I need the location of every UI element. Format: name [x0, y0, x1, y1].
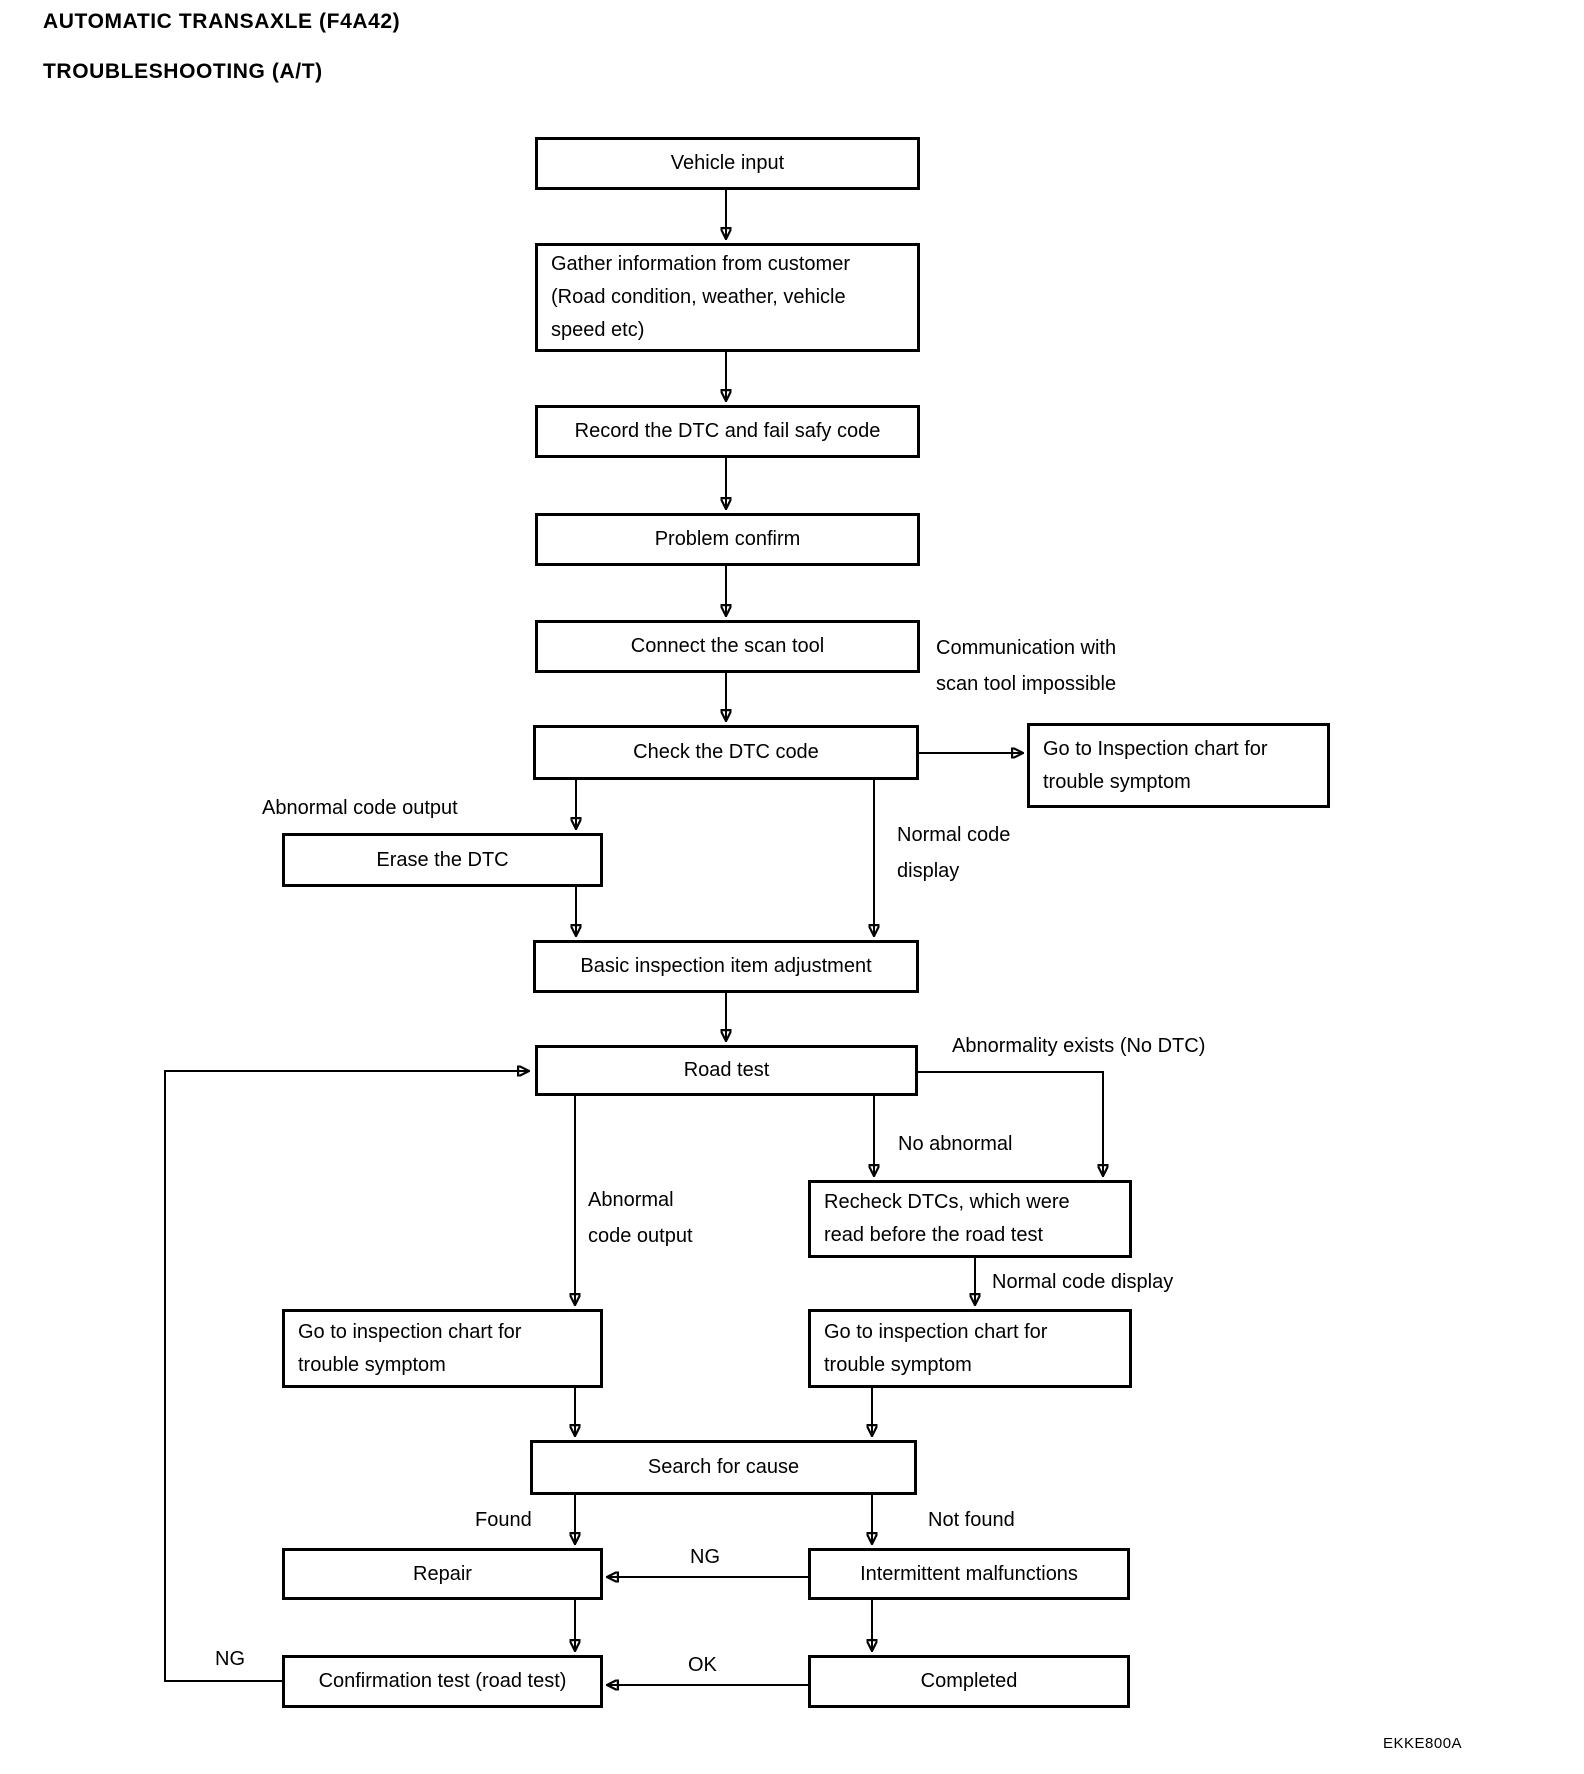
edge-label-found: Found: [475, 1509, 532, 1531]
edge-label-line: display: [897, 860, 960, 882]
node-erase-dtc: Erase the DTC: [282, 833, 603, 887]
node-label: Confirmation test (road test): [318, 1670, 567, 1692]
node-label: trouble symptom: [298, 1353, 446, 1376]
node-confirmation-test: Confirmation test (road test): [282, 1655, 603, 1708]
node-label: Record the DTC and fail safy code: [574, 420, 881, 442]
node-label: Gather information from customer: [551, 253, 850, 275]
node-check-dtc-code: Check the DTC code: [533, 725, 919, 780]
node-intermittent-malfunctions: Intermittent malfunctions: [808, 1548, 1130, 1600]
page-subtitle: TROUBLESHOOTING (A/T): [43, 60, 323, 83]
node-label: Completed: [920, 1670, 1018, 1692]
node-goto-inspection-chart-left: Go to inspection chart for trouble sympt…: [282, 1309, 603, 1388]
node-label: Basic inspection item adjustment: [580, 955, 872, 977]
node-label: Road test: [683, 1059, 770, 1081]
node-search-for-cause: Search for cause: [530, 1440, 917, 1495]
node-label: Vehicle input: [670, 152, 785, 174]
node-label: trouble symptom: [824, 1353, 972, 1376]
node-label: read before the road test: [824, 1224, 1044, 1246]
node-repair: Repair: [282, 1548, 603, 1600]
node-label: speed etc): [551, 319, 645, 341]
edge-label-line: scan tool impossible: [936, 673, 1117, 695]
edge-label-normal-code-display-upper: Normal code display: [897, 817, 1010, 889]
edge-label-not-found: Not found: [928, 1509, 1015, 1531]
node-label: Go to inspection chart for: [298, 1320, 522, 1343]
edge-label-line: code output: [588, 1225, 693, 1247]
edge-label-line: Normal code: [897, 824, 1011, 846]
node-label: Connect the scan tool: [630, 635, 825, 657]
edge-label-normal-code-display-lower: Normal code display: [992, 1271, 1174, 1293]
node-label: Erase the DTC: [376, 848, 509, 871]
node-gather-information: Gather information from customer (Road c…: [535, 243, 920, 352]
edge-label-ng-intermittent: NG: [690, 1546, 720, 1568]
node-record-dtc: Record the DTC and fail safy code: [535, 405, 920, 458]
edge-label-no-abnormal: No abnormal: [898, 1133, 1013, 1155]
edge-label-ng-loop: NG: [215, 1648, 245, 1670]
node-completed: Completed: [808, 1655, 1130, 1708]
node-label: Intermittent malfunctions: [860, 1562, 1078, 1585]
node-road-test: Road test: [535, 1045, 918, 1096]
edge-label-line: Communication with: [936, 637, 1117, 659]
node-basic-inspection: Basic inspection item adjustment: [533, 940, 919, 993]
node-label: Problem confirm: [654, 528, 801, 550]
page-title: AUTOMATIC TRANSAXLE (F4A42): [43, 10, 401, 33]
node-label: Recheck DTCs, which were: [824, 1191, 1070, 1213]
node-label: Repair: [413, 1562, 472, 1585]
node-goto-inspection-chart-right: Go to inspection chart for trouble sympt…: [808, 1309, 1132, 1388]
node-label: Search for cause: [647, 1456, 800, 1478]
node-vehicle-input: Vehicle input: [535, 137, 920, 190]
node-label: trouble symptom: [1043, 770, 1191, 793]
edge-label-line: Abnormal: [588, 1189, 674, 1211]
edge-label-ok: OK: [688, 1654, 717, 1676]
node-goto-inspection-chart-top: Go to Inspection chart for trouble sympt…: [1027, 723, 1330, 808]
node-problem-confirm: Problem confirm: [535, 513, 920, 566]
node-label: Go to inspection chart for: [824, 1320, 1048, 1343]
node-recheck-dtcs: Recheck DTCs, which were read before the…: [808, 1180, 1132, 1258]
node-label: (Road condition, weather, vehicle: [551, 286, 846, 308]
figure-code: EKKE800A: [1383, 1735, 1463, 1752]
edge-label-abnormality-exists: Abnormality exists (No DTC): [952, 1035, 1206, 1057]
node-label: Check the DTC code: [633, 741, 819, 763]
edge-label-abnormal-code-output-lower: Abnormal code output: [588, 1182, 693, 1254]
edge-label-abnormal-code-output-upper: Abnormal code output: [262, 797, 458, 819]
node-connect-scan-tool: Connect the scan tool: [535, 620, 920, 673]
edge-label-communication-impossible: Communication with scan tool impossible: [936, 630, 1116, 702]
node-label: Go to Inspection chart for: [1043, 737, 1268, 760]
